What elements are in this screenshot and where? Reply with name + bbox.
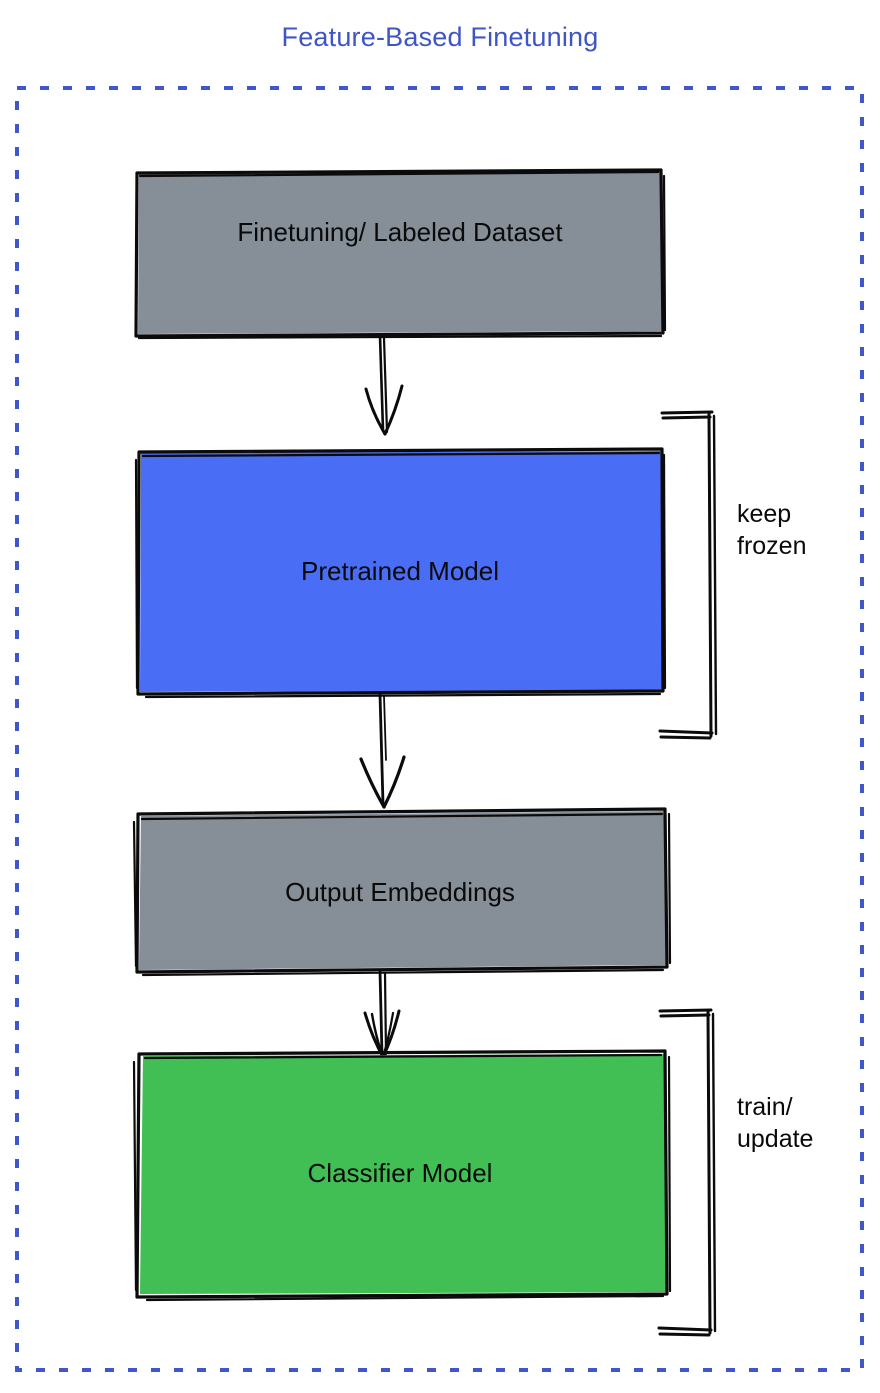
node-embeddings-fill (139, 811, 666, 970)
edge-embeddings-to-classifier (363, 969, 401, 1059)
bracket-train-update (657, 1008, 717, 1337)
node-classifier-fill (140, 1054, 666, 1294)
node-pretrained[interactable] (134, 447, 667, 699)
node-dataset-sketch-stroke (134, 170, 667, 340)
dashed-outer-frame (15, 86, 864, 1372)
node-classifier-outline (135, 1049, 669, 1299)
node-dataset-fill (138, 171, 663, 334)
node-embeddings-outline (135, 807, 669, 974)
node-classifier[interactable] (132, 1049, 672, 1302)
node-embeddings[interactable] (132, 807, 672, 977)
bracket-keep-frozen (658, 410, 718, 740)
node-pretrained-fill (140, 451, 662, 692)
node-pretrained-outline (136, 447, 665, 696)
node-dataset[interactable] (134, 168, 667, 340)
edge-pretrained-to-embeddings (359, 692, 406, 809)
node-pretrained-sketch-stroke (134, 451, 667, 699)
edge-dataset-to-pretrained (364, 334, 404, 436)
node-classifier-sketch-stroke (132, 1053, 672, 1302)
node-embeddings-sketch-stroke (132, 812, 672, 977)
